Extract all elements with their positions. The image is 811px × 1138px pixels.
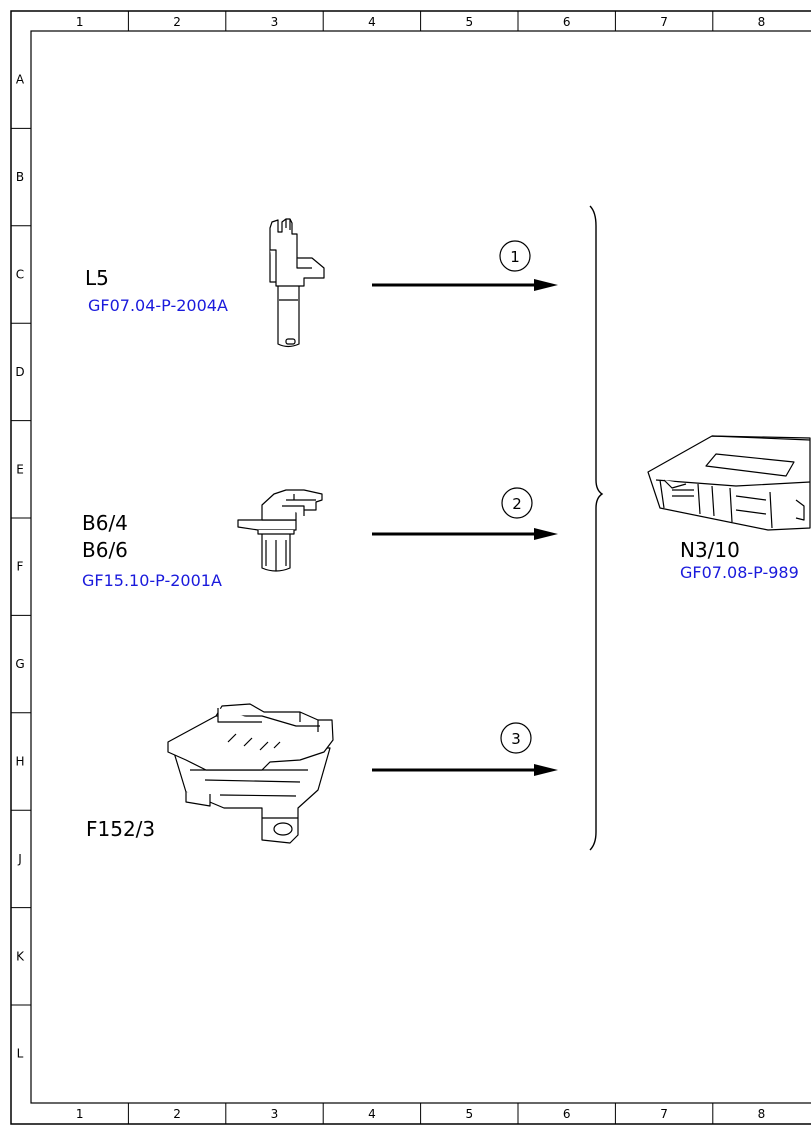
grid-col-label-bottom: 4 xyxy=(368,1107,376,1121)
grid-row-label: D xyxy=(15,365,24,379)
module-f152-3-drawing xyxy=(167,703,334,844)
grid-row-label: H xyxy=(15,755,24,769)
control-unit-n3-10-drawing xyxy=(647,435,811,531)
signal-number-3: 3 xyxy=(511,730,521,748)
signal-number-1: 1 xyxy=(510,248,520,266)
signal-circle-2 xyxy=(501,487,533,519)
grid-row-label: C xyxy=(16,268,24,282)
grid-row-label: G xyxy=(15,657,24,671)
inner-frame xyxy=(30,30,811,1104)
grid-col-label-bottom: 1 xyxy=(76,1107,84,1121)
grid-row-label: B xyxy=(16,170,24,184)
signal-arrows xyxy=(372,279,558,776)
grid-row-label: A xyxy=(16,73,25,87)
ref-link-n3-10[interactable]: GF07.08-P-989 xyxy=(680,563,799,582)
grid-col-label-top: 6 xyxy=(563,15,571,29)
grid-row-label: E xyxy=(16,462,24,476)
grid-row-label: J xyxy=(17,852,22,866)
signal-arrowhead-1 xyxy=(534,279,558,291)
grid-col-label-top: 4 xyxy=(368,15,376,29)
label-b6-4: B6/4 xyxy=(82,511,128,535)
signal-number-2: 2 xyxy=(512,495,522,513)
grid-col-label-bottom: 7 xyxy=(660,1107,668,1121)
grid-col-label-top: 8 xyxy=(758,15,766,29)
label-f152-3: F152/3 xyxy=(86,817,156,841)
ref-link-l5[interactable]: GF07.04-P-2004A xyxy=(88,296,228,315)
grid-col-label-bottom: 8 xyxy=(758,1107,766,1121)
grid-col-label-top: 3 xyxy=(271,15,279,29)
grid-col-label-bottom: 3 xyxy=(271,1107,279,1121)
grid-col-label-top: 7 xyxy=(660,15,668,29)
sensor-l5-drawing xyxy=(269,218,325,348)
label-b6-6: B6/6 xyxy=(82,538,128,562)
grid-row-label: F xyxy=(17,560,24,574)
grid-row-label: L xyxy=(17,1047,24,1061)
signal-circle-3 xyxy=(500,722,532,754)
ref-link-b6[interactable]: GF15.10-P-2001A xyxy=(82,571,222,590)
grouping-brace xyxy=(589,205,604,851)
grid-row-label: K xyxy=(16,949,25,963)
sensor-b6-drawing xyxy=(237,489,323,572)
grid-col-label-bottom: 2 xyxy=(173,1107,181,1121)
grid-col-label-bottom: 5 xyxy=(465,1107,473,1121)
grid-col-label-bottom: 6 xyxy=(563,1107,571,1121)
grid-col-label-top: 5 xyxy=(465,15,473,29)
outer-frame xyxy=(10,10,811,1125)
signal-arrowhead-3 xyxy=(534,764,558,776)
label-l5: L5 xyxy=(85,266,109,290)
signal-arrowhead-2 xyxy=(534,528,558,540)
label-n3-10: N3/10 xyxy=(680,538,740,562)
grid-col-label-top: 2 xyxy=(173,15,181,29)
signal-circle-1 xyxy=(499,240,531,272)
grid-col-label-top: 1 xyxy=(76,15,84,29)
